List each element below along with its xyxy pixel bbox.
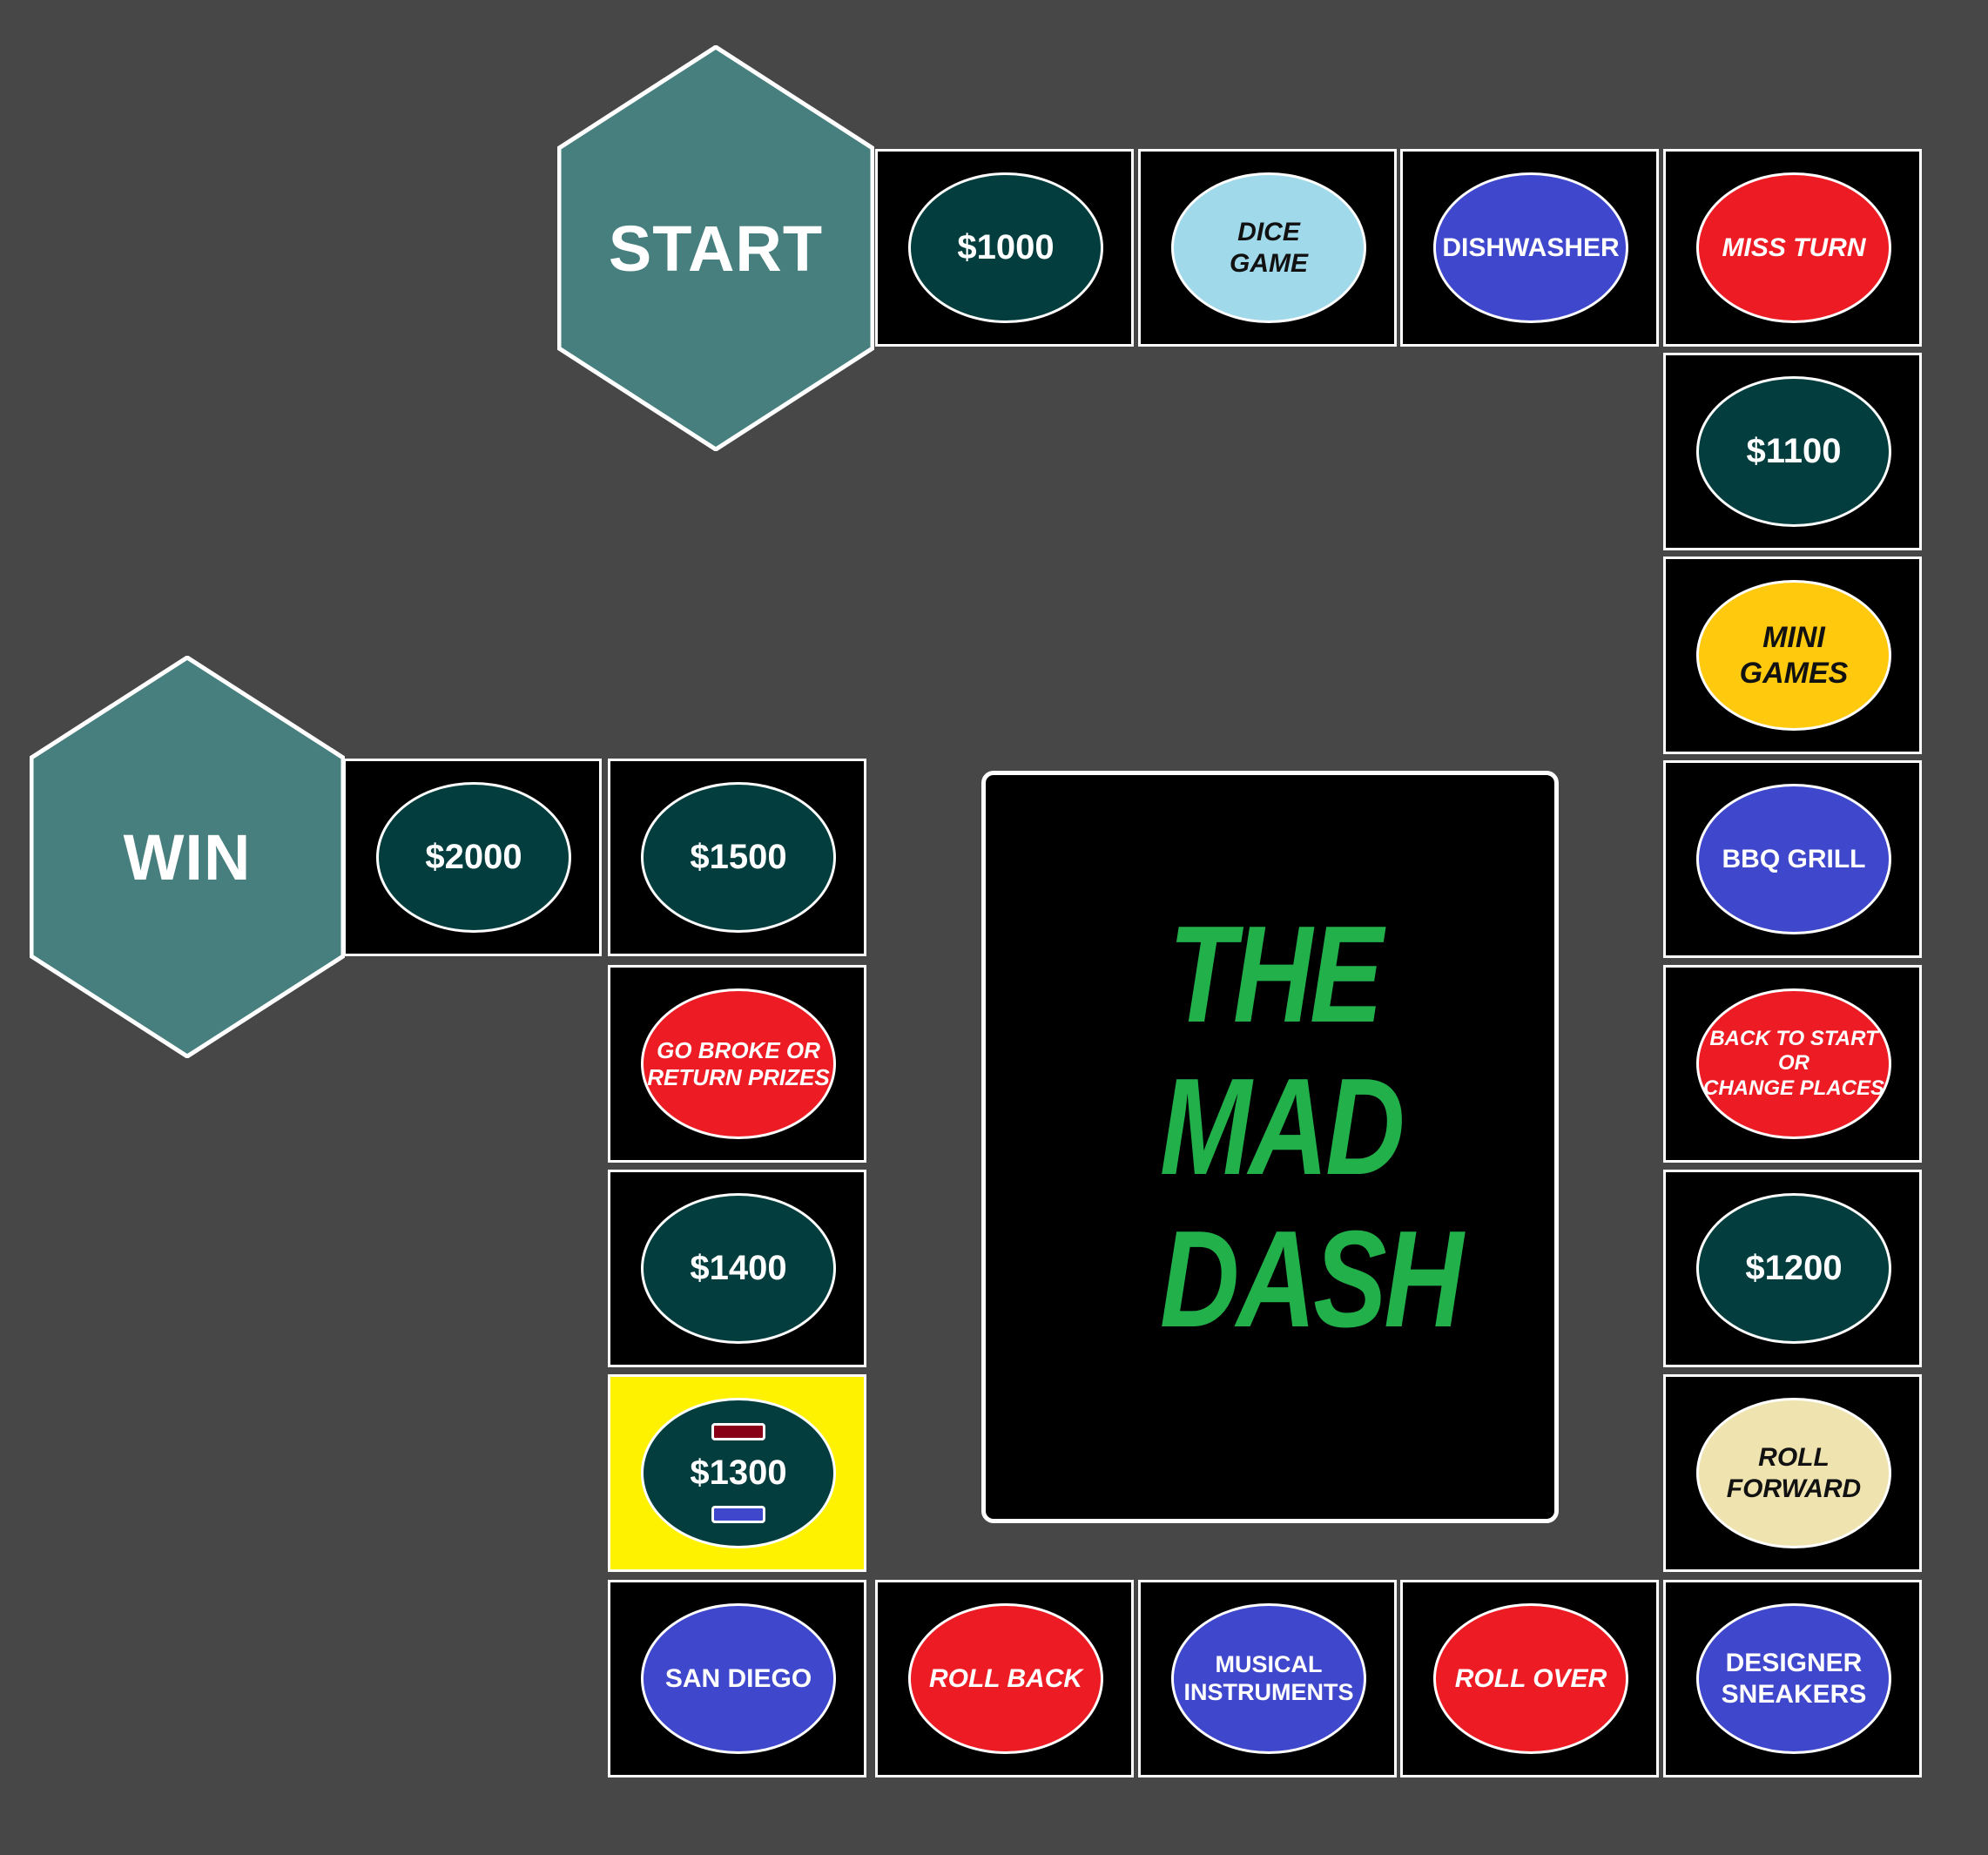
start-hexagon-shape [557,45,874,451]
space-oval: ROLL OVER [1433,1603,1628,1754]
win-hexagon-shape [30,656,345,1058]
space-oval: $1100 [1696,376,1891,527]
board-space-17[interactable]: $1400 [608,1170,866,1367]
board-space-9[interactable]: $1200 [1663,1170,1922,1367]
space-oval: ROLL FORWARD [1696,1398,1891,1548]
board-space-19[interactable]: $1500 [608,759,866,956]
board-space-16-current[interactable]: $1300 [608,1374,866,1572]
space-oval: DESIGNER SNEAKERS [1696,1603,1891,1754]
board-space-1[interactable]: $1000 [875,149,1134,347]
board-space-13[interactable]: MUSICAL INSTRUMENTS [1138,1580,1397,1777]
board-space-11[interactable]: DESIGNER SNEAKERS [1663,1580,1922,1777]
space-oval: BBQ GRILL [1696,784,1891,934]
space-label: $1300 [690,1453,787,1492]
start-label: START [608,212,824,285]
space-oval: DICE GAME [1171,172,1366,323]
player-token-red[interactable] [711,1423,765,1440]
win-label: WIN [123,820,252,894]
space-oval: $1500 [641,782,836,933]
space-oval: $1400 [641,1193,836,1344]
space-oval: BACK TO START OR CHANGE PLACES [1696,988,1891,1139]
board-space-5[interactable]: $1100 [1663,353,1922,550]
board-space-12[interactable]: ROLL OVER [1400,1580,1659,1777]
win-space[interactable]: WIN [30,656,345,1058]
space-oval: $2000 [376,782,571,933]
space-oval: GO BROKE OR RETURN PRIZES [641,988,836,1139]
space-oval: SAN DIEGO [641,1603,836,1754]
space-oval: ROLL BACK [908,1603,1103,1754]
game-title-panel: THE MAD DASH [981,771,1559,1523]
board-space-2[interactable]: DICE GAME [1138,149,1397,347]
player-token-blue[interactable] [711,1506,765,1523]
title-line-3: DASH [1160,1203,1464,1356]
board-space-8[interactable]: BACK TO START OR CHANGE PLACES [1663,965,1922,1163]
space-oval: $1300 [641,1398,836,1548]
board-space-6[interactable]: MINI GAMES [1663,556,1922,754]
title-line-1: THE [1169,898,1383,1051]
board-space-10[interactable]: ROLL FORWARD [1663,1374,1922,1572]
start-space[interactable]: START [557,45,874,451]
board-space-15[interactable]: SAN DIEGO [608,1580,866,1777]
board-space-18[interactable]: GO BROKE OR RETURN PRIZES [608,965,866,1163]
space-oval: DISHWASHER [1433,172,1628,323]
space-oval: MISS TURN [1696,172,1891,323]
title-line-2: MAD [1160,1050,1405,1204]
board-space-20[interactable]: $2000 [343,759,602,956]
board-space-7[interactable]: BBQ GRILL [1663,760,1922,958]
space-oval: $1200 [1696,1193,1891,1344]
board-space-3[interactable]: DISHWASHER [1400,149,1659,347]
space-oval: MINI GAMES [1696,580,1891,731]
space-oval: MUSICAL INSTRUMENTS [1171,1603,1366,1754]
board-space-4[interactable]: MISS TURN [1663,149,1922,347]
space-oval: $1000 [908,172,1103,323]
board-space-14[interactable]: ROLL BACK [875,1580,1134,1777]
